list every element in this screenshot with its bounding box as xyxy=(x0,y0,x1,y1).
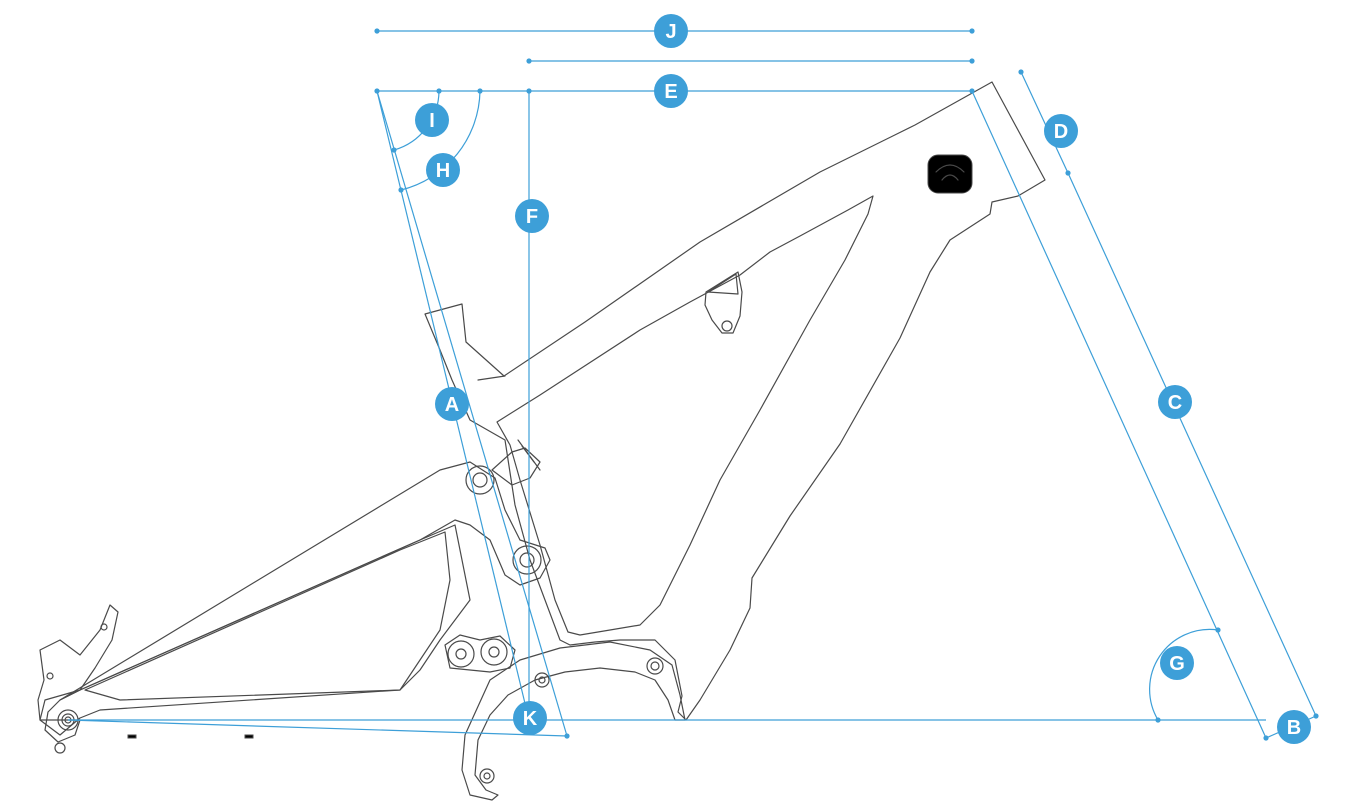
badge-j: J xyxy=(654,14,688,48)
measure-line-c xyxy=(1067,172,1317,717)
rocker-pivot-top-inner xyxy=(472,472,488,488)
rocker-pivot-top xyxy=(465,465,495,495)
badge-i: I xyxy=(415,103,449,137)
badge-k: K xyxy=(513,701,547,735)
badge-b: B xyxy=(1277,710,1311,744)
top-tube-join xyxy=(477,375,506,381)
cable-port-b xyxy=(244,734,254,739)
badge-f: F xyxy=(515,199,549,233)
rear-dropout xyxy=(37,604,119,743)
bike-frame xyxy=(37,81,1046,801)
geometry-lines xyxy=(67,30,1317,739)
badge-label-j: J xyxy=(665,21,676,43)
motor-bolt-a xyxy=(534,672,550,688)
rear-shock xyxy=(491,447,541,486)
badge-d: D xyxy=(1044,114,1078,148)
shock-mount xyxy=(704,271,743,334)
motor-bolt-b xyxy=(646,657,664,675)
motor-bolt-a-inner xyxy=(538,676,546,684)
endpoint-dot xyxy=(969,28,975,34)
endpoint-dot xyxy=(1018,69,1024,75)
lower-pivot-b-inner xyxy=(488,646,500,658)
shock-window xyxy=(707,273,739,295)
badge-label-b: B xyxy=(1287,717,1301,739)
motor-bolt-c-inner xyxy=(483,772,491,780)
derailleur-hole xyxy=(100,623,108,631)
geometry-endpoints xyxy=(374,28,1319,741)
endpoint-dot xyxy=(391,147,397,153)
measure-line-k xyxy=(67,719,568,737)
chain-stay xyxy=(39,524,471,736)
endpoint-dot xyxy=(1065,170,1071,176)
lower-pivot-b xyxy=(480,638,508,666)
badge-label-f: F xyxy=(526,206,538,228)
lower-pivot-a-inner xyxy=(455,648,467,660)
measure-line-d xyxy=(1020,71,1069,174)
badge-c: C xyxy=(1158,385,1192,419)
endpoint-dot xyxy=(1155,717,1161,723)
endpoint-dot xyxy=(398,187,404,193)
measure-line-seat-axis xyxy=(376,90,568,737)
endpoint-dot xyxy=(374,28,380,34)
badge-a: A xyxy=(435,387,469,421)
motor-bolt-b-inner xyxy=(650,661,660,671)
dropout-hole xyxy=(46,672,54,680)
endpoint-dot xyxy=(1215,627,1221,633)
endpoint-dot xyxy=(1313,713,1319,719)
endpoint-dot xyxy=(564,733,570,739)
head-badge-mark xyxy=(935,164,965,181)
shock-bolt xyxy=(721,320,733,332)
endpoint-dot xyxy=(374,88,380,94)
shock-spring-2 xyxy=(521,445,535,463)
lower-pivot-a xyxy=(447,640,475,668)
dropout-bolt xyxy=(54,742,66,754)
front-triangle-outline xyxy=(424,81,1046,721)
endpoint-dot xyxy=(526,58,532,64)
front-triangle-inner xyxy=(496,195,874,636)
badge-label-d: D xyxy=(1054,121,1068,143)
lower-link xyxy=(444,634,516,673)
rocker-pivot-bottom xyxy=(512,545,542,575)
measure-line-head-axis xyxy=(971,90,1267,739)
badge-label-g: G xyxy=(1169,653,1185,675)
angle-arc-h xyxy=(400,90,481,191)
motor-bolt-c xyxy=(479,768,495,784)
endpoint-dot xyxy=(477,88,483,94)
motor-mount xyxy=(461,641,686,801)
badge-label-a: A xyxy=(445,394,459,416)
badge-label-c: C xyxy=(1168,392,1182,414)
badge-e: E xyxy=(654,74,688,108)
badge-g: G xyxy=(1160,646,1194,680)
head-badge xyxy=(927,154,973,194)
badge-label-h: H xyxy=(436,160,450,182)
endpoint-dot xyxy=(436,88,442,94)
rocker-pivot-bottom-inner xyxy=(519,552,535,568)
seat-stay xyxy=(59,461,551,701)
endpoint-dot xyxy=(1263,735,1269,741)
endpoint-dot xyxy=(526,88,532,94)
cable-port-a xyxy=(127,734,137,739)
badge-label-k: K xyxy=(523,708,538,730)
rear-triangle-inner xyxy=(84,531,451,701)
badge-label-i: I xyxy=(429,110,435,132)
endpoint-dot xyxy=(969,88,975,94)
angle-arc-g xyxy=(1149,628,1219,721)
badge-label-e: E xyxy=(664,81,677,103)
badge-h: H xyxy=(426,153,460,187)
endpoint-dot xyxy=(969,58,975,64)
